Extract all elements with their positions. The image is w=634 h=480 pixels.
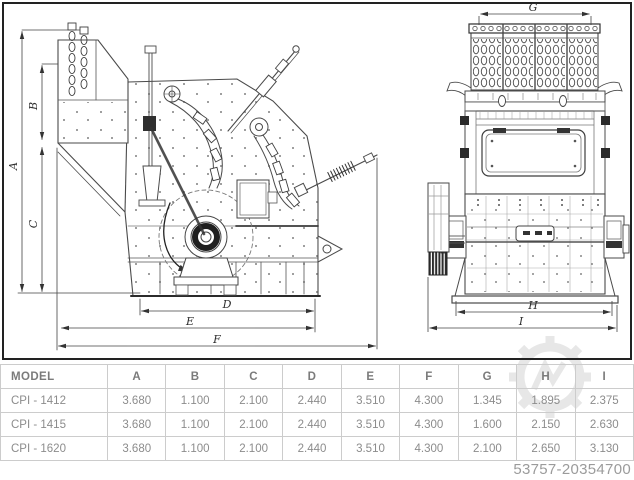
- base-front: [451, 257, 619, 304]
- dim-label-a: A: [7, 162, 20, 171]
- chain-links: [68, 30, 88, 97]
- dim-label-b: B: [27, 102, 40, 111]
- value-cell: 2.100: [457, 436, 518, 461]
- door-hinge: [493, 128, 506, 133]
- column-header-model: MODEL: [0, 364, 108, 389]
- value-cell: 3.680: [106, 412, 167, 437]
- column-header-a: A: [106, 364, 167, 389]
- front-view: G H I: [427, 1, 630, 332]
- value-cell: 2.440: [282, 436, 342, 461]
- door-hinge: [557, 128, 570, 133]
- tie-rod-vertical: [138, 45, 166, 207]
- rotor: [158, 189, 254, 296]
- value-cell: 2.375: [574, 388, 634, 413]
- model-cell: CPI - 1415: [0, 412, 108, 437]
- dim-label-d: D: [222, 298, 232, 311]
- value-cell: 4.300: [399, 388, 459, 413]
- drawing-canvas: A B C D E F: [2, 1, 632, 360]
- value-cell: 3.680: [106, 388, 167, 413]
- drawing-border: [2, 2, 632, 360]
- clamp-block: [460, 116, 469, 125]
- value-cell: 1.100: [165, 436, 225, 461]
- clamp-block: [460, 148, 469, 158]
- chain-curtain-front: [468, 23, 601, 91]
- chain-curtain-side: [67, 22, 89, 97]
- value-cell: 1.895: [516, 388, 576, 413]
- value-cell: 3.510: [340, 436, 401, 461]
- bearing-right: [603, 215, 630, 259]
- dim-label-i: I: [518, 315, 524, 328]
- lower-housing: [452, 193, 618, 295]
- listing-id: 53757-20354700: [513, 461, 631, 478]
- value-cell: 4.300: [399, 436, 459, 461]
- mid-housing: [460, 110, 610, 195]
- feed-hopper: [57, 39, 129, 217]
- column-header-c: C: [223, 364, 284, 389]
- value-cell: 2.100: [223, 412, 284, 437]
- value-cell: 1.100: [165, 388, 225, 413]
- v-belt-grooves: [428, 251, 448, 276]
- column-header-h: H: [516, 364, 576, 389]
- value-cell: 2.100: [223, 436, 284, 461]
- dimension-lines-side: [17, 29, 378, 351]
- column-header-e: E: [340, 364, 401, 389]
- dim-label-h: H: [527, 299, 538, 312]
- column-header-d: D: [282, 364, 342, 389]
- inspection-door: [481, 129, 586, 177]
- column-header-b: B: [165, 364, 225, 389]
- apron-plate-2: [249, 117, 301, 210]
- pulley: [427, 182, 465, 276]
- value-cell: 3.680: [106, 436, 167, 461]
- inspection-box: [236, 179, 278, 219]
- value-cell: 2.630: [574, 412, 634, 437]
- support-bracket: [317, 235, 344, 263]
- technical-drawing: A B C D E F: [2, 1, 632, 360]
- bolt-bars: [464, 90, 606, 112]
- value-cell: 1.345: [457, 388, 518, 413]
- column-header-f: F: [399, 364, 459, 389]
- value-cell: 2.440: [282, 388, 342, 413]
- value-cell: 2.440: [282, 412, 342, 437]
- value-cell: 1.100: [165, 412, 225, 437]
- value-cell: 1.600: [457, 412, 518, 437]
- column-header-g: G: [457, 364, 518, 389]
- model-cell: CPI - 1412: [0, 388, 108, 413]
- value-cell: 3.130: [574, 436, 634, 461]
- model-cell: CPI - 1620: [0, 436, 108, 461]
- tie-rod-top: [227, 45, 300, 134]
- dimension-lines-front: [427, 11, 618, 332]
- dim-label-e: E: [185, 315, 194, 328]
- value-cell: 2.100: [223, 388, 284, 413]
- dim-label-g: G: [529, 1, 538, 14]
- apron-plate-1: [163, 85, 223, 189]
- drive-link: [149, 126, 206, 236]
- value-cell: 3.510: [340, 412, 401, 437]
- value-cell: 2.650: [516, 436, 576, 461]
- clamp-block: [601, 116, 610, 125]
- rotation-arrow: [163, 202, 189, 273]
- spring-rod: [293, 152, 378, 198]
- dim-label-c: C: [27, 219, 40, 228]
- value-cell: 2.150: [516, 412, 576, 437]
- bearing-pedestal: [179, 257, 234, 278]
- column-header-i: I: [574, 364, 634, 389]
- value-cell: 3.510: [340, 388, 401, 413]
- value-cell: 4.300: [399, 412, 459, 437]
- clamp-block: [601, 148, 610, 158]
- side-view: A B C D E F: [7, 22, 378, 351]
- dim-label-f: F: [212, 333, 221, 346]
